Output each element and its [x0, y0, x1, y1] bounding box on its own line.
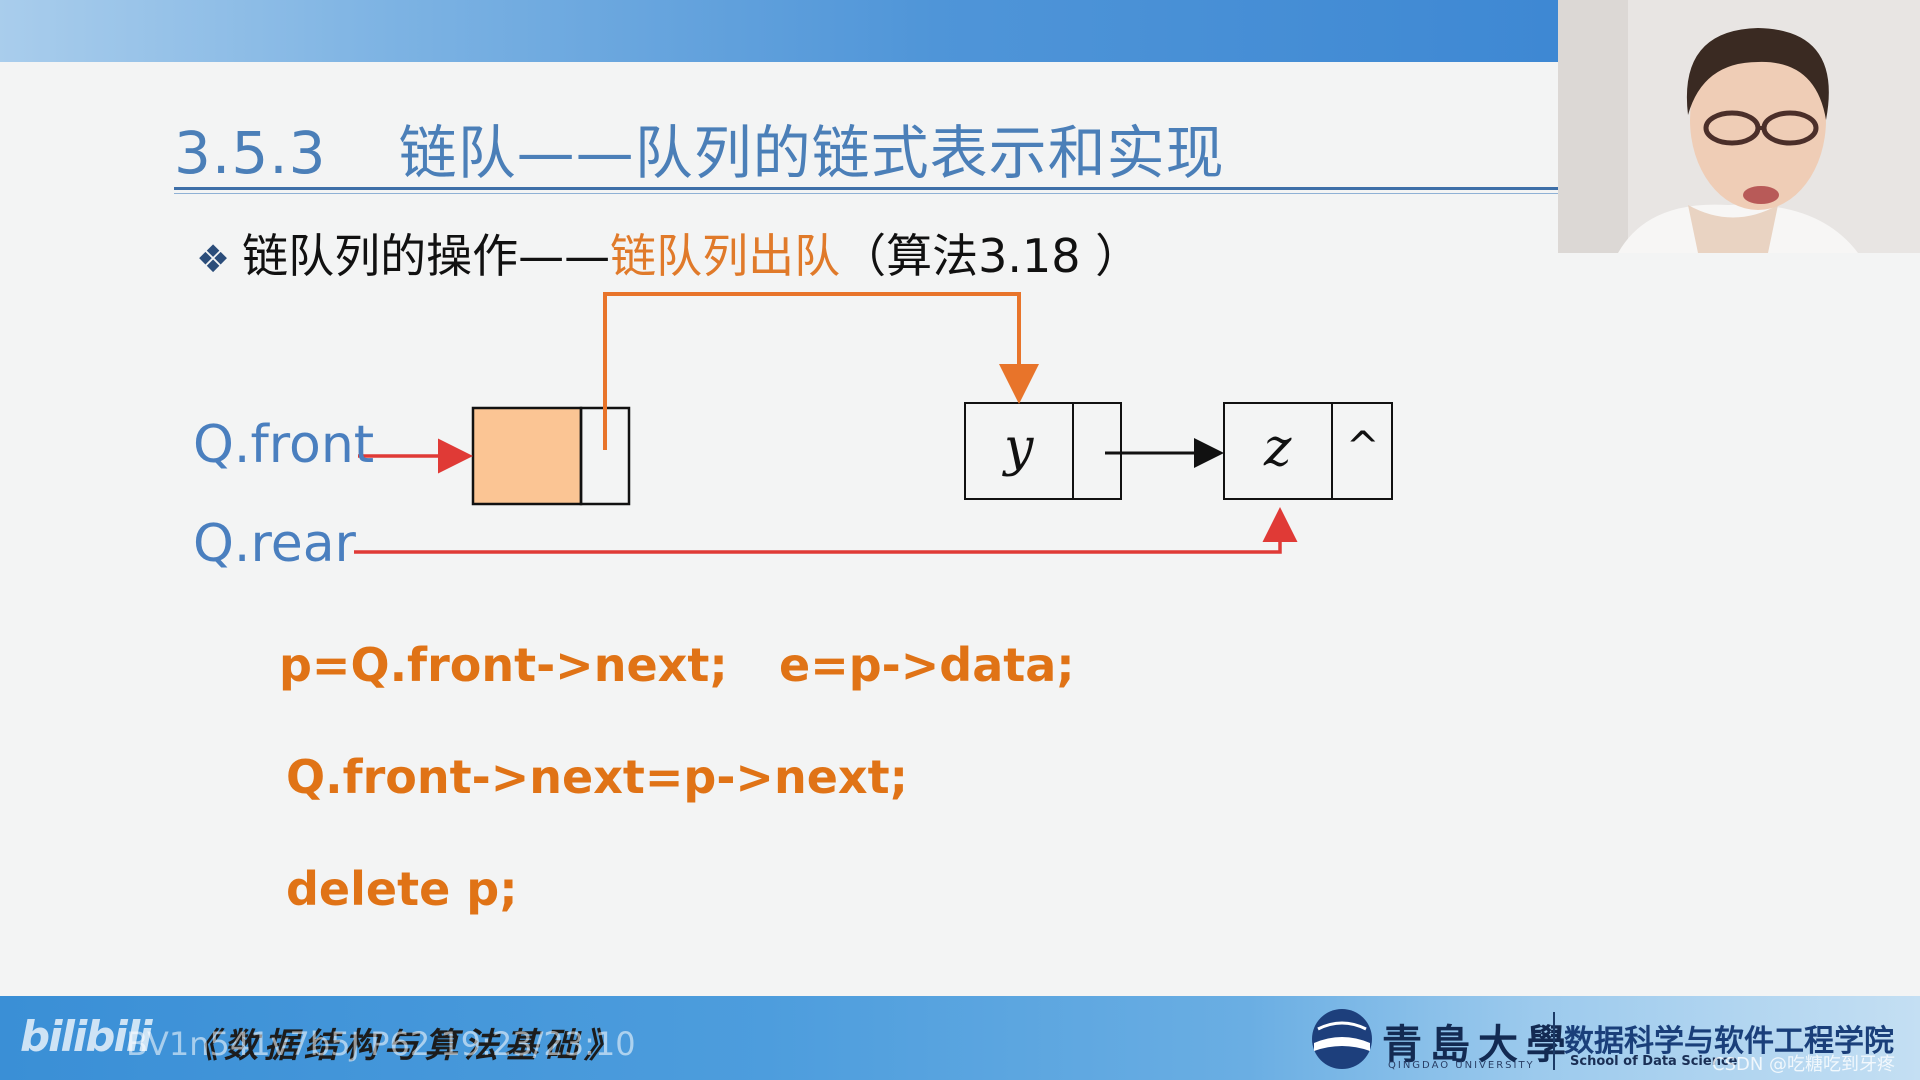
q-front-label: Q.front: [193, 415, 375, 475]
bullet-diamond-icon: ❖: [196, 237, 231, 281]
footer-divider: [1553, 1012, 1555, 1070]
section-number: 3.5.3: [174, 119, 327, 187]
school-name-en: School of Data Science: [1570, 1054, 1738, 1069]
bullet-suffix: （算法3.18 ）: [840, 229, 1142, 283]
rear-pointer-arrow: [354, 507, 1298, 554]
code-line-2: Q.front->next=p->next;: [286, 750, 908, 804]
slide-footer-band: [0, 996, 1920, 1080]
bullet-highlight: 链队列出队: [610, 229, 841, 283]
university-emblem-icon: [1312, 1009, 1372, 1069]
title-underline: [174, 187, 1558, 190]
slide-title: 3.5.3 链队——队列的链式表示和实现: [174, 106, 1225, 187]
webcam-presenter: [1558, 0, 1920, 253]
bilibili-logo: bilibili: [20, 1012, 153, 1061]
code-line-3: delete p;: [286, 862, 518, 916]
node-y-value: y: [1004, 418, 1034, 478]
node-z-value: z: [1264, 418, 1292, 478]
presenter-image: [1558, 0, 1920, 253]
q-rear-label: Q.rear: [193, 514, 356, 574]
bypass-next-arrow: [603, 292, 1039, 450]
university-name-en: QINGDAO UNIVERSITY: [1388, 1060, 1535, 1071]
university-name: 青島大學: [1382, 1021, 1574, 1068]
node-z: [1223, 402, 1393, 500]
null-pointer-symbol: ^: [1346, 424, 1380, 470]
school-name-cn: 数据科学与软件工程学院: [1564, 1024, 1894, 1059]
bullet-prefix: 链队列的操作——: [242, 229, 611, 283]
bullet-point: ❖链队列的操作——链队列出队（算法3.18 ）: [196, 220, 1141, 286]
section-title: 链队——队列的链式表示和实现: [398, 119, 1225, 187]
node-y: [964, 402, 1122, 500]
code-line-1b: e=p->data;: [779, 638, 1075, 692]
code-line-1a: p=Q.front->next;: [279, 638, 728, 692]
course-title: 《数据结构与算法基础》: [184, 1026, 624, 1066]
csdn-watermark: CSDN @吃糖吃到牙疼: [1712, 1054, 1896, 1075]
video-id-overlay: BV1n541v7b5J P62 19:23/23:10: [126, 1025, 636, 1063]
title-underline-thin: [174, 193, 1558, 194]
slide-top-band: [0, 0, 1558, 62]
